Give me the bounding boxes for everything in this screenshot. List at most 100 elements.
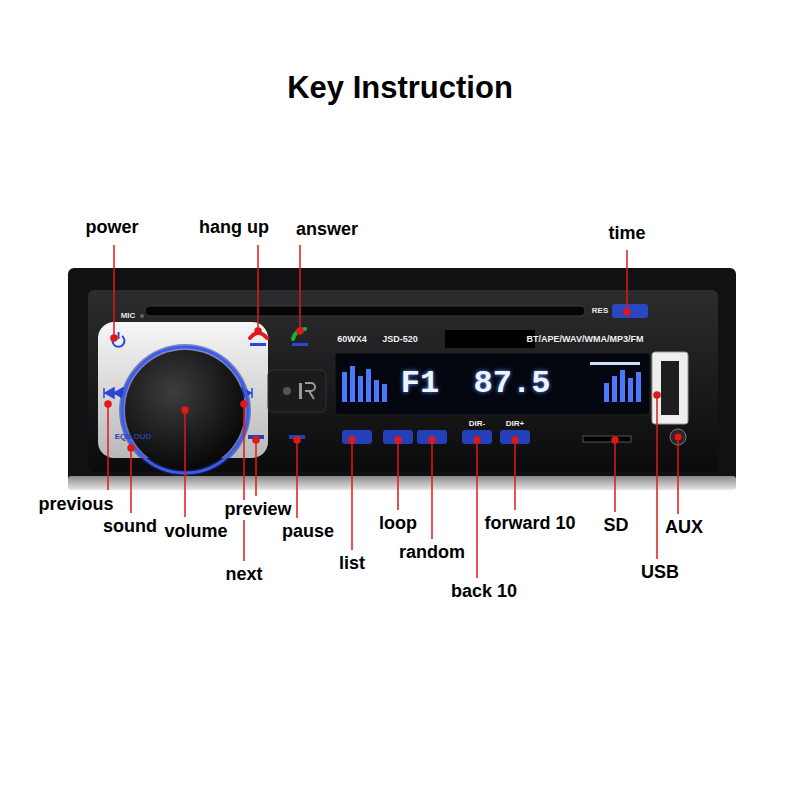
display-window <box>382 384 387 402</box>
panel-marking: MIC <box>121 312 136 321</box>
usb-port <box>661 361 679 415</box>
leader-lines <box>677 437 679 514</box>
row-buttons <box>417 430 447 444</box>
res-button <box>612 304 648 318</box>
page-title: Key Instruction <box>287 71 513 105</box>
callout-label: random <box>397 543 467 563</box>
leader-lines <box>349 437 355 443</box>
leader-lines <box>105 245 681 578</box>
panel-marking: JSD-520 <box>382 335 418 345</box>
callout-label: answer <box>294 220 360 240</box>
radio-housing <box>68 476 736 490</box>
leader-lines <box>253 437 259 443</box>
leader-lines <box>128 445 134 451</box>
leader-lines <box>255 440 257 496</box>
display-window <box>358 376 363 402</box>
callout-label: preview <box>222 500 293 520</box>
sd-slot <box>583 436 631 442</box>
row-buttons <box>248 430 530 444</box>
leader-lines <box>105 401 111 407</box>
leader-lines <box>397 440 399 510</box>
callout-label: AUX <box>663 518 705 538</box>
row-buttons <box>383 430 413 444</box>
leader-lines <box>255 328 261 334</box>
left-silver-panel <box>283 387 291 395</box>
phone-icons <box>250 329 308 346</box>
display-window <box>612 376 617 402</box>
leader-lines <box>107 404 109 490</box>
leader-lines <box>257 245 259 331</box>
row-buttons <box>462 430 492 444</box>
callout-label: pause <box>280 522 336 542</box>
display-window <box>636 372 641 402</box>
callout-label: list <box>337 554 367 574</box>
callout-label: hang up <box>197 218 271 238</box>
display-readout: F1 <box>401 366 439 401</box>
callout-label: previous <box>36 495 115 515</box>
leader-lines <box>431 440 433 539</box>
display-window <box>604 383 609 402</box>
panel-marking: EQ/LOUD <box>115 433 151 442</box>
panel-marking: DIR+ <box>506 420 524 429</box>
leader-lines <box>512 437 518 443</box>
left-silver-panel <box>268 370 326 412</box>
leader-lines <box>241 401 247 407</box>
display-window <box>366 369 371 402</box>
leader-lines <box>130 448 132 513</box>
leader-lines <box>624 309 630 315</box>
phone-icons <box>293 329 305 339</box>
sd-slot <box>583 436 631 442</box>
aux-jack <box>674 433 682 441</box>
leader-lines <box>614 440 616 512</box>
leader-lines <box>299 245 301 331</box>
display-window <box>374 380 379 402</box>
callout-label: loop <box>377 514 419 534</box>
leader-lines <box>113 245 115 338</box>
phone-icons <box>250 343 266 346</box>
display-window <box>590 362 640 365</box>
display-window <box>335 330 650 415</box>
display-window <box>342 366 641 402</box>
display-readout: 87.5 <box>474 366 551 401</box>
display-window <box>628 378 633 402</box>
leader-lines <box>675 434 681 440</box>
display-window <box>342 372 347 402</box>
callout-label: power <box>83 218 140 238</box>
panel-marking: 60WX4 <box>337 335 367 345</box>
leader-lines <box>429 437 435 443</box>
display-window <box>445 330 535 348</box>
leader-lines <box>351 440 353 550</box>
leader-lines <box>184 410 186 517</box>
leader-lines <box>182 407 188 413</box>
callout-label: sound <box>101 517 159 537</box>
row-buttons <box>342 430 372 444</box>
leader-lines <box>294 437 300 443</box>
leader-lines <box>654 392 660 398</box>
row-buttons <box>500 430 530 444</box>
skip-icons <box>104 388 123 398</box>
radio-housing <box>88 290 718 472</box>
callout-label: forward 10 <box>482 514 577 534</box>
leader-lines <box>474 437 480 443</box>
display-window <box>350 366 355 402</box>
radio-housing <box>68 268 736 490</box>
callout-label: back 10 <box>449 582 519 602</box>
leader-lines <box>656 395 658 559</box>
callout-label: SD <box>601 516 630 536</box>
callout-label: volume <box>162 522 229 542</box>
power-icon <box>118 332 120 339</box>
display-window <box>335 353 650 415</box>
radio-housing <box>68 268 736 490</box>
callout-label: USB <box>639 563 681 583</box>
leader-lines <box>243 404 245 561</box>
radio-housing <box>140 314 144 318</box>
phone-icons <box>292 343 308 346</box>
panel-marking: DIR- <box>469 420 485 429</box>
leader-lines <box>297 328 303 334</box>
radio-housing <box>145 306 585 316</box>
callout-label: time <box>606 224 647 244</box>
leader-lines <box>514 440 516 510</box>
leader-lines <box>111 335 117 341</box>
